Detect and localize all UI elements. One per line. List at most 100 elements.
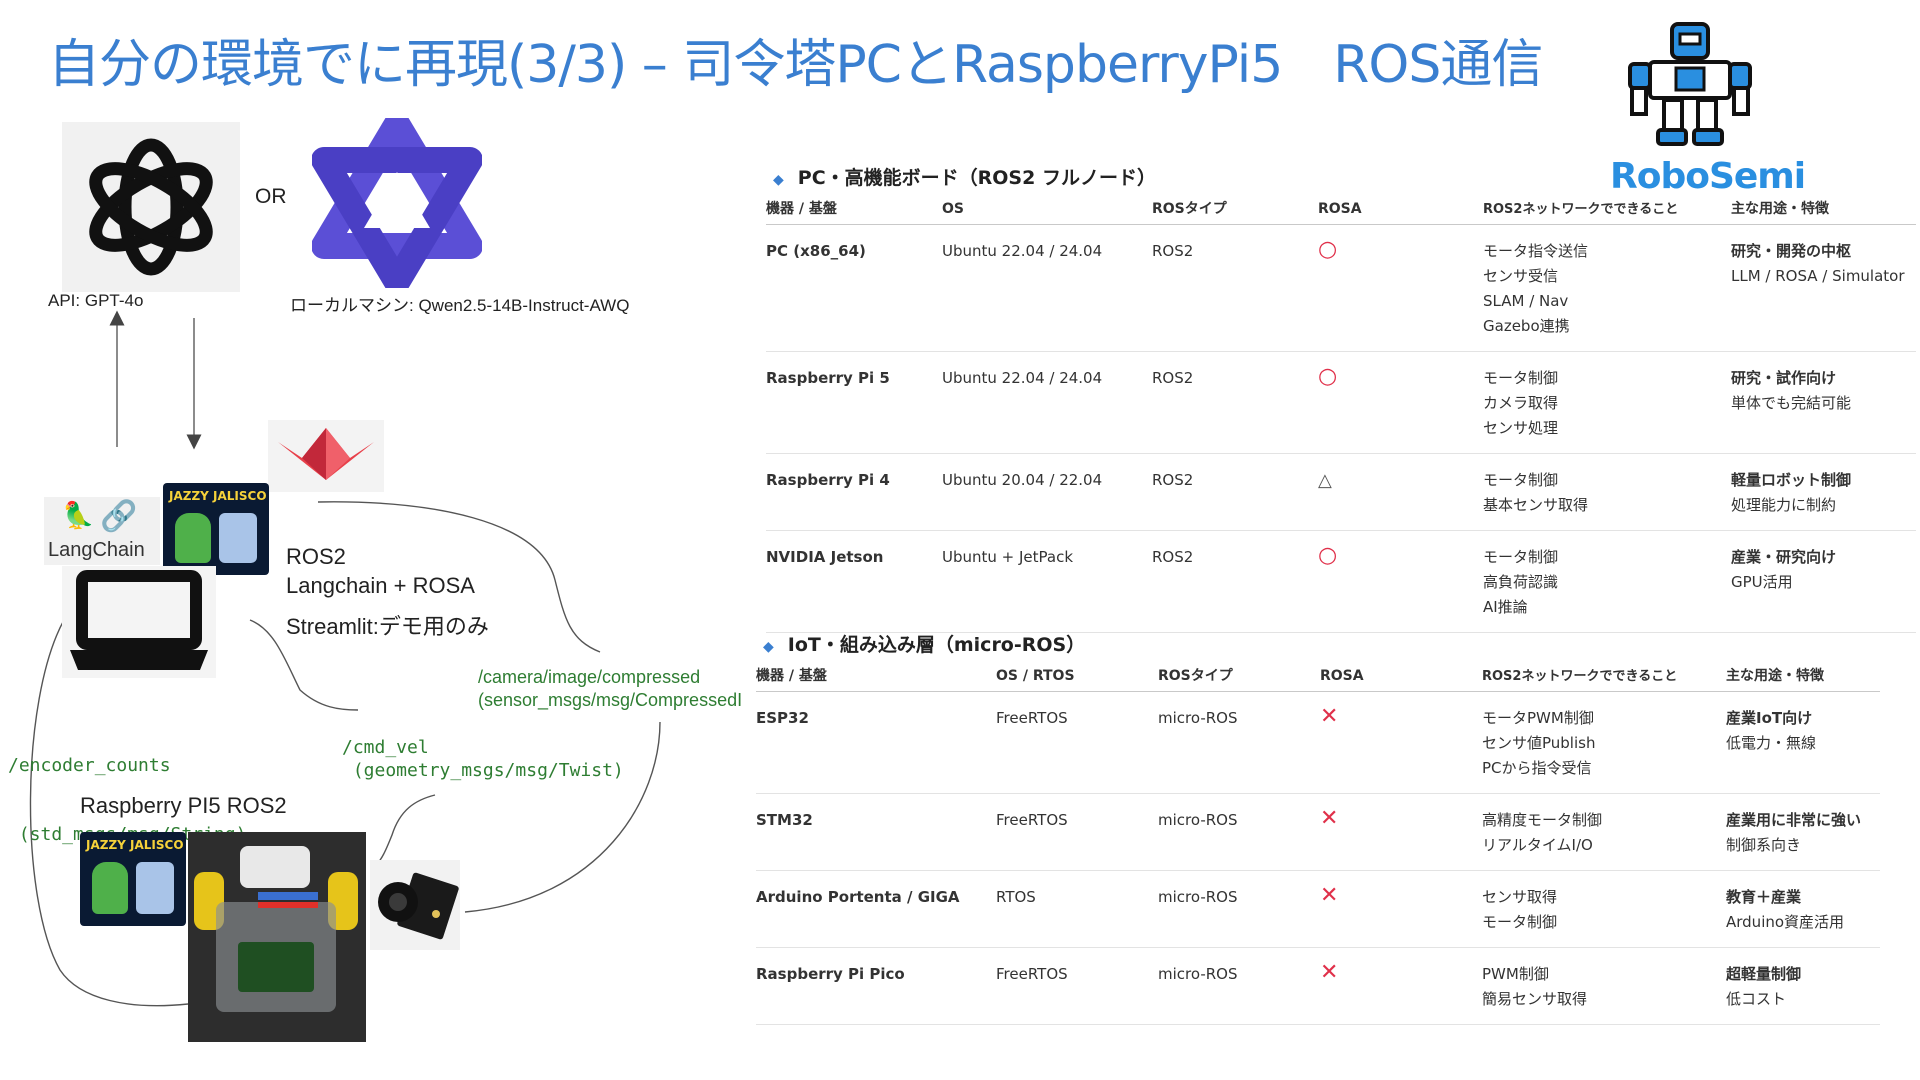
usage-heading: 研究・試作向け	[1731, 369, 1837, 387]
usage-detail: 低コスト	[1726, 990, 1787, 1008]
section-heading-iot-text: IoT・組み込み層（micro-ROS）	[787, 634, 1086, 656]
column-header: ROS2ネットワークでできること	[1482, 668, 1726, 692]
table-header-row: 機器 / 基盤 OS ROSタイプ ROSA ROS2ネットワークでできること …	[766, 201, 1916, 225]
supported-circle-icon: ○	[1318, 237, 1338, 262]
rosa-cell: ✕	[1320, 947, 1482, 1025]
cmd-vel-topic-name: /cmd_vel	[342, 737, 429, 758]
column-header: ROSタイプ	[1152, 201, 1318, 225]
capability-item: 簡易センサ取得	[1482, 990, 1588, 1008]
column-header: 主な用途・特徴	[1726, 668, 1880, 692]
rosa-cell: ✕	[1320, 870, 1482, 948]
turtle-mascot-icon	[175, 513, 211, 563]
usage-detail: 処理能力に制約	[1731, 496, 1837, 514]
robot-mascot-icon	[219, 513, 257, 563]
camera-topic-name: /camera/image/compressed	[478, 667, 701, 687]
usage-detail: GPU活用	[1731, 573, 1793, 591]
capability-item: モータ制御	[1483, 369, 1559, 387]
or-label: OR	[255, 185, 287, 208]
ros-type-cell: micro-ROS	[1158, 870, 1320, 948]
capabilities-cell: 高精度モータ制御リアルタイムI/O	[1482, 793, 1726, 871]
column-header: 主な用途・特徴	[1731, 201, 1916, 225]
usage-cell: 超軽量制御低コスト	[1726, 947, 1880, 1025]
openai-logo	[62, 122, 240, 292]
device-cell: Raspberry Pi 4	[766, 453, 942, 531]
capability-item: リアルタイムI/O	[1482, 836, 1593, 854]
jazzy-badge-text-pi: JAZZY JALISCO	[86, 838, 184, 852]
unsupported-cross-icon: ✕	[1320, 806, 1339, 831]
raspberry-pi-label: Raspberry PI5 ROS2	[80, 793, 287, 818]
api-label: API: GPT-4o	[48, 291, 144, 310]
ros-type-cell: ROS2	[1152, 530, 1318, 633]
usage-detail: 制御系向き	[1726, 836, 1802, 854]
section-heading-iot: ◆ IoT・組み込み層（micro-ROS）	[763, 630, 1085, 657]
column-header: OS / RTOS	[996, 668, 1158, 692]
rosa-cell: ✕	[1320, 691, 1482, 794]
robosemi-wordmark: RoboSemi	[1610, 156, 1806, 197]
capability-item: センサ値Publish	[1482, 734, 1596, 752]
local-machine-label: ローカルマシン: Qwen2.5-14B-Instruct-AWQ	[290, 296, 630, 315]
diagram-connectors	[29, 310, 661, 1007]
slide-title: 自分の環境でに再現(3/3) – 司令塔PCとRaspberryPi5 ROS通…	[48, 35, 1543, 95]
capability-item: センサ受信	[1483, 267, 1559, 285]
ros2-jazzy-badge: JAZZY JALISCO	[163, 483, 269, 575]
capability-item: PCから指令受信	[1482, 759, 1592, 777]
encoder-topic-name: /encoder_counts	[8, 755, 171, 776]
capabilities-cell: センサ取得モータ制御	[1482, 870, 1726, 948]
usage-heading: 研究・開発の中枢	[1731, 242, 1852, 260]
os-cell: Ubuntu 20.04 / 22.04	[942, 453, 1152, 531]
ros-type-cell: micro-ROS	[1158, 947, 1320, 1025]
camera-module-photo	[370, 860, 460, 950]
ros-type-cell: micro-ROS	[1158, 691, 1320, 794]
device-cell: ESP32	[756, 691, 996, 794]
column-header: OS	[942, 201, 1152, 225]
ros-type-cell: micro-ROS	[1158, 793, 1320, 871]
capability-item: SLAM / Nav	[1483, 292, 1569, 310]
capability-item: センサ処理	[1483, 419, 1559, 437]
usage-heading: 産業・研究向け	[1731, 548, 1837, 566]
os-cell: FreeRTOS	[996, 691, 1158, 794]
streamlit-logo	[268, 420, 384, 492]
usage-cell: 産業・研究向け GPU活用	[1731, 530, 1916, 633]
capability-item: 高負荷認識	[1483, 573, 1559, 591]
usage-heading: 超軽量制御	[1726, 965, 1802, 983]
ros-type-cell: ROS2	[1152, 351, 1318, 454]
capability-item: AI推論	[1483, 598, 1528, 616]
partial-triangle-icon: △	[1318, 470, 1332, 491]
device-cell: PC (x86_64)	[766, 224, 942, 352]
supported-circle-icon: ○	[1318, 364, 1338, 389]
ros-type-cell: ROS2	[1152, 453, 1318, 531]
rosa-cell: △	[1318, 453, 1483, 531]
parrot-icon: 🦜	[62, 501, 95, 531]
usage-detail: 単体でも完結可能	[1731, 394, 1852, 412]
capabilities-cell: PWM制御簡易センサ取得	[1482, 947, 1726, 1025]
bullet-diamond-icon: ◆	[763, 639, 774, 655]
supported-circle-icon: ○	[1318, 543, 1338, 568]
os-cell: RTOS	[996, 870, 1158, 948]
os-cell: FreeRTOS	[996, 947, 1158, 1025]
robot-mascot-icon	[136, 862, 174, 914]
rosa-cell: ○	[1318, 530, 1483, 633]
cmd-vel-topic-type: (geometry_msgs/msg/Twist)	[342, 760, 624, 781]
column-header: ROSA	[1318, 201, 1483, 225]
capability-item: 基本センサ取得	[1483, 496, 1589, 514]
column-header: ROS2ネットワークでできること	[1483, 201, 1731, 225]
usage-heading: 産業用に非常に強い	[1726, 811, 1862, 829]
capability-item: 高精度モータ制御	[1482, 811, 1603, 829]
usage-heading: 教育＋産業	[1726, 888, 1802, 906]
robosemi-logo: RoboSemi	[1610, 20, 1806, 197]
section-heading-pc-text: PC・高機能ボード（ROS2 フルノード）	[797, 167, 1156, 189]
unsupported-cross-icon: ✕	[1320, 883, 1339, 908]
unsupported-cross-icon: ✕	[1320, 704, 1339, 729]
jazzy-badge-text: JAZZY JALISCO	[169, 489, 267, 503]
camera-topic-label: /camera/image/compressed (sensor_msgs/ms…	[478, 666, 748, 712]
